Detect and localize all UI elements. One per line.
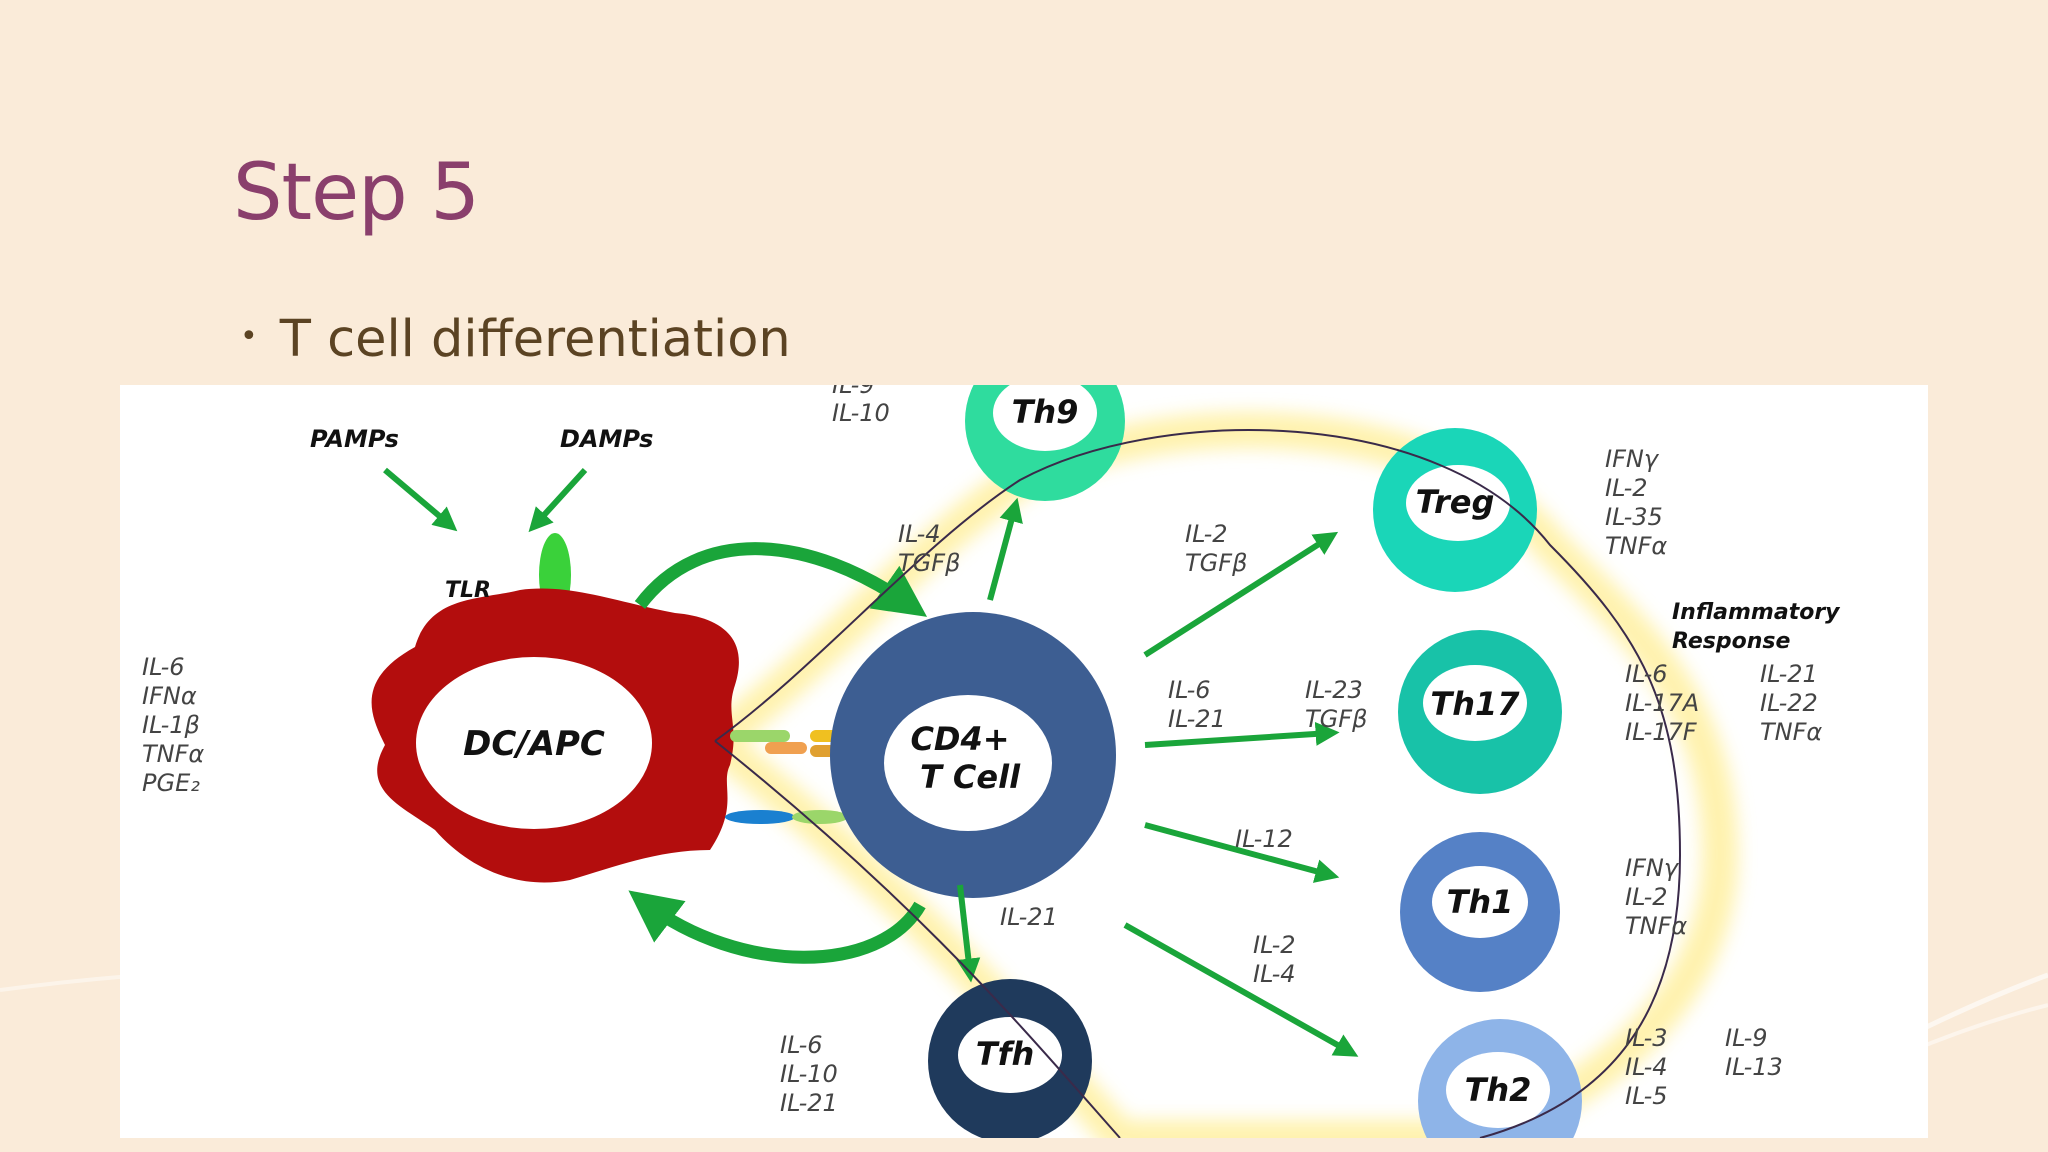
th2-output: IL-5: [1625, 1082, 1668, 1110]
th2-output: IL-13: [1725, 1053, 1783, 1081]
arrow-to-th17: [1144, 721, 1340, 748]
th17-nucleus: [1423, 665, 1527, 741]
heart-outline: [714, 429, 1682, 1138]
th9-inducer: TGFβ: [898, 549, 960, 577]
synapse-receptor: [765, 742, 807, 754]
tfh-label: Tfh: [976, 1035, 1035, 1073]
apc-label: DC/APC: [463, 724, 605, 764]
curved-arrow-top: [634, 542, 928, 617]
treg-label: Treg: [1416, 483, 1495, 521]
th9-output: IL-9: [832, 385, 875, 399]
cd4-label-line2: T Cell: [920, 758, 1021, 796]
tfh-output: IL-6: [780, 1031, 823, 1059]
th2-label: Th2: [1465, 1071, 1532, 1109]
th1-output: TNFα: [1625, 912, 1687, 940]
cd4-nucleus: [884, 695, 1052, 831]
t-cell-differentiation-diagram: PAMPs DAMPs TLR DC/APC IL-6 IFNα IL-1β T…: [120, 385, 1928, 1138]
arrow-to-tfh: [956, 884, 981, 983]
treg-nucleus: [1406, 465, 1510, 541]
th2-nucleus: [1446, 1052, 1550, 1128]
slide-title: Step 5: [233, 148, 480, 238]
tfh-output: IL-21: [780, 1089, 838, 1117]
pamps-label: PAMPs: [310, 425, 399, 453]
tlr-label: TLR: [445, 578, 491, 603]
bullet-item: • T cell differentiation: [240, 310, 791, 369]
bullet-dot: •: [240, 318, 258, 354]
treg-inducer: IL-2: [1185, 520, 1228, 548]
th9-label: Th9: [1012, 393, 1079, 431]
th17-output: TNFα: [1760, 718, 1822, 746]
apc-cytokine: TNFα: [142, 740, 204, 768]
th17-inducer: IL-6: [1168, 676, 1211, 704]
treg-output: TNFα: [1605, 532, 1667, 560]
th9-inducer: IL-4: [898, 520, 941, 548]
apc-cytokine: IL-1β: [142, 711, 200, 739]
synapse-receptor: [725, 810, 795, 824]
th17-output: IL-17A: [1625, 689, 1699, 717]
treg-output: IL-35: [1605, 503, 1663, 531]
curved-arrow-bottom: [628, 890, 926, 964]
synapse-receptor: [792, 810, 848, 824]
th2-output: IL-9: [1725, 1024, 1768, 1052]
inflammatory-response-line1: Inflammatory: [1672, 600, 1841, 625]
th1-nucleus: [1432, 866, 1528, 938]
th17-output: IL-22: [1760, 689, 1818, 717]
cd4-label-line1: CD4+: [910, 720, 1009, 758]
th17-label: Th17: [1430, 685, 1520, 723]
th2-inducer: IL-2: [1253, 931, 1296, 959]
treg-output: IL-2: [1605, 474, 1648, 502]
apc-cytokine: PGE₂: [142, 769, 200, 797]
th2-inducer: IL-4: [1253, 960, 1296, 988]
apc-nucleus: [416, 657, 652, 829]
th17-inducer: IL-23: [1305, 676, 1363, 704]
damps-label: DAMPs: [560, 425, 653, 453]
th2-output: IL-4: [1625, 1053, 1668, 1081]
th17-inducer: IL-21: [1168, 705, 1226, 733]
th1-output: IFNγ: [1625, 854, 1680, 882]
arrow-to-treg: [1143, 531, 1339, 658]
inflammatory-response-line2: Response: [1672, 629, 1790, 654]
arrow-to-th9: [987, 497, 1023, 601]
th9-nucleus: [993, 385, 1097, 451]
bullet-text: T cell differentiation: [279, 310, 791, 369]
tfh-inducer: IL-21: [1000, 903, 1058, 931]
synapse-receptor: [730, 730, 790, 742]
th1-inducer: IL-12: [1235, 825, 1293, 853]
apc-cytokine: IL-6: [142, 653, 185, 681]
th2-output: IL-3: [1625, 1024, 1668, 1052]
damps-arrow: [528, 467, 588, 533]
th17-output: IL-6: [1625, 660, 1668, 688]
tfh-output: IL-10: [780, 1060, 838, 1088]
th9-output: IL-10: [832, 399, 890, 427]
pamps-arrow: [383, 467, 458, 532]
th1-output: IL-2: [1625, 883, 1668, 911]
tfh-nucleus: [958, 1017, 1062, 1093]
th17-output: IL-21: [1760, 660, 1818, 688]
arrow-to-th2: [1123, 922, 1359, 1057]
th17-output: IL-17F: [1625, 718, 1698, 746]
treg-output: IFNγ: [1605, 445, 1660, 473]
arrow-to-th1: [1144, 822, 1340, 883]
th1-label: Th1: [1447, 883, 1514, 921]
treg-inducer: TGFβ: [1185, 549, 1247, 577]
th17-inducer: TGFβ: [1305, 705, 1367, 733]
apc-cytokine: IFNα: [142, 682, 197, 710]
